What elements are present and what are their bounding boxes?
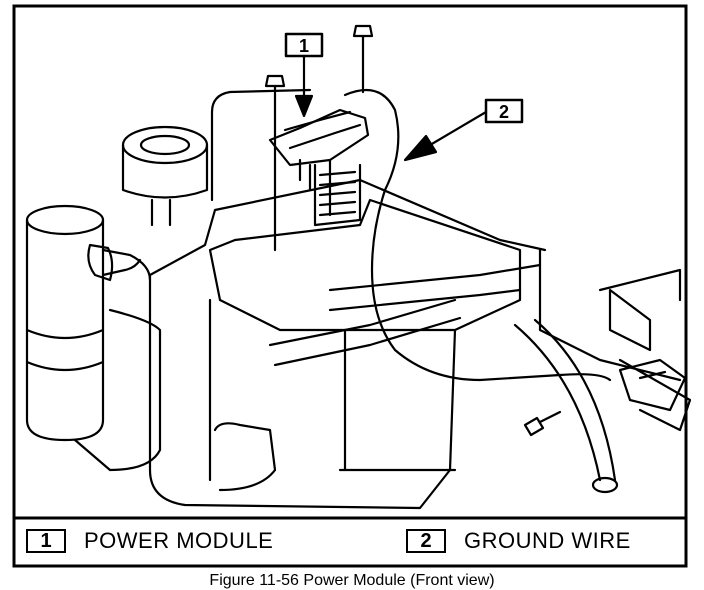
legend-number-box: 1 <box>26 529 66 553</box>
callout-1-number: 1 <box>299 36 309 56</box>
accumulator-canister <box>25 204 162 472</box>
housing-top-panel <box>208 198 522 332</box>
legend-item-power-module: 1 POWER MODULE <box>26 528 273 554</box>
legend: 1 POWER MODULE 2 GROUND WIRE <box>14 518 686 566</box>
legend-item-ground-wire: 2 GROUND WIRE <box>406 528 631 554</box>
callout-2-number: 2 <box>499 102 509 122</box>
legend-label: POWER MODULE <box>84 528 274 553</box>
hose-upper <box>328 263 542 312</box>
mounting-bracket <box>538 248 692 432</box>
hose-lower <box>268 298 462 367</box>
ground-wire <box>343 88 612 382</box>
power-module <box>268 108 370 227</box>
hose-end <box>591 476 619 494</box>
legend-label: GROUND WIRE <box>464 528 631 553</box>
figure-frame <box>12 4 688 568</box>
figure-caption: Figure 11-56 Power Module (Front view) <box>209 572 495 589</box>
screw-right <box>352 24 374 94</box>
callout-1-arrowhead <box>294 94 314 118</box>
screw-left <box>264 74 286 252</box>
screw-ground <box>523 410 562 437</box>
callout-2-arrow <box>423 110 488 150</box>
housing-lower-edge <box>208 298 457 492</box>
connector <box>618 358 687 412</box>
hose-curved <box>513 318 617 482</box>
reservoir <box>121 125 209 227</box>
heater-housing <box>148 88 547 510</box>
legend-number-box: 2 <box>406 529 446 553</box>
callout-2-arrowhead <box>403 134 438 162</box>
